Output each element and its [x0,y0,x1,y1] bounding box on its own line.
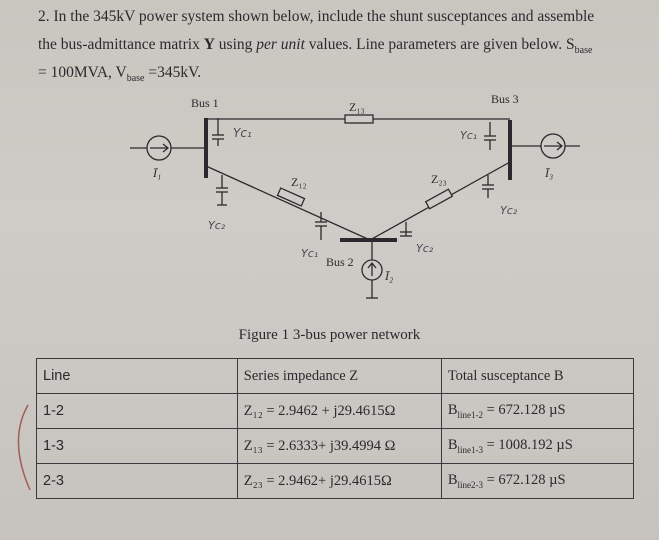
cell-susceptance: Bline2-3 = 672.128 µS [440,463,635,499]
handwritten-note: Yc₂ [500,204,518,217]
margin-bracket [17,404,31,491]
handwritten-note: Yc₂ [208,219,226,232]
bus-2-label: Bus 2 [326,255,354,269]
i3-label: Ī₃ [544,166,553,180]
z13-resistor [344,114,374,124]
question-text: = 100MVA, V [38,64,127,81]
question-line-3: = 100MVA, Vbase =345kV. [38,64,201,84]
question-line-1: 2. In the 345kV power system shown below… [38,8,595,25]
b-symbol: B [447,437,458,454]
cell-impedance: Z₁₂ = 2.9462 + j29.4615Ω [236,393,442,429]
z12-label: Z₁₂ [291,175,307,189]
question-text: values. Line parameters are given below.… [304,36,575,53]
bus-3-label: Bus 3 [491,92,519,106]
i2-label: Ī₂ [384,269,393,283]
question-text: =345kV. [144,64,202,81]
cell-line: 1-2 [36,393,238,429]
handwritten-note: Yc₂ [416,242,434,255]
cell-line: 1-3 [36,428,238,464]
emphasis-text: per unit [256,36,305,53]
b-subscript: line1-3 [457,444,483,455]
z12-resistor [276,187,306,207]
b-value: = 672.128 µS [482,472,566,489]
figure-caption: Figure 1 3-bus power network [238,327,421,343]
subscript: base [126,73,145,85]
cell-susceptance: Bline1-3 = 1008.192 µS [440,428,635,464]
cell-impedance: Z₂₃ = 2.9462+ j29.4615Ω [236,463,442,499]
table-row: 1-2 Z₁₂ = 2.9462 + j29.4615Ω Bline1-2 = … [36,393,635,429]
header-total-susceptance: Total susceptance B [440,358,635,394]
b-symbol: B [447,472,458,489]
cell-impedance: Z₁₃ = 2.6333+ j39.4994 Ω [236,428,442,464]
line-1-2 [205,165,371,241]
header-line: Line [36,358,238,394]
z23-label: Z₂₃ [431,172,447,186]
b-value: = 1008.192 µS [482,437,573,454]
table-row: 1-3 Z₁₃ = 2.6333+ j39.4994 Ω Bline1-3 = … [36,428,635,464]
subscript: base [574,45,593,57]
z13-label: Z₁₃ [349,100,365,114]
b-symbol: B [447,402,458,419]
line-parameters-table: Line Series impedance Z Total susceptanc… [36,358,635,499]
table-row: 2-3 Z₂₃ = 2.9462+ j29.4615Ω Bline2-3 = 6… [36,463,635,499]
question-text: the bus-admittance matrix [38,36,204,53]
handwritten-note: Yc₁ [301,247,318,260]
i1-label: Ī₁ [152,166,161,180]
question-text: using [214,36,257,53]
shunt-capacitors [212,118,496,240]
cell-susceptance: Bline1-2 = 672.128 µS [440,393,635,429]
table-header-row: Line Series impedance Z Total susceptanc… [36,358,635,394]
b-subscript: line2-3 [457,479,483,490]
b-value: = 672.128 µS [482,402,566,419]
cell-line: 2-3 [36,463,238,499]
handwritten-note: Yc₁ [460,129,477,142]
matrix-symbol: Y [203,36,215,53]
z23-resistor [424,188,454,210]
handwritten-note: Yc₁ [233,126,252,140]
bus-1-label: Bus 1 [191,96,219,110]
b-subscript: line1-2 [457,409,483,420]
header-series-impedance: Series impedance Z [236,358,442,394]
question-line-2: the bus-admittance matrix Y using per un… [38,36,592,56]
